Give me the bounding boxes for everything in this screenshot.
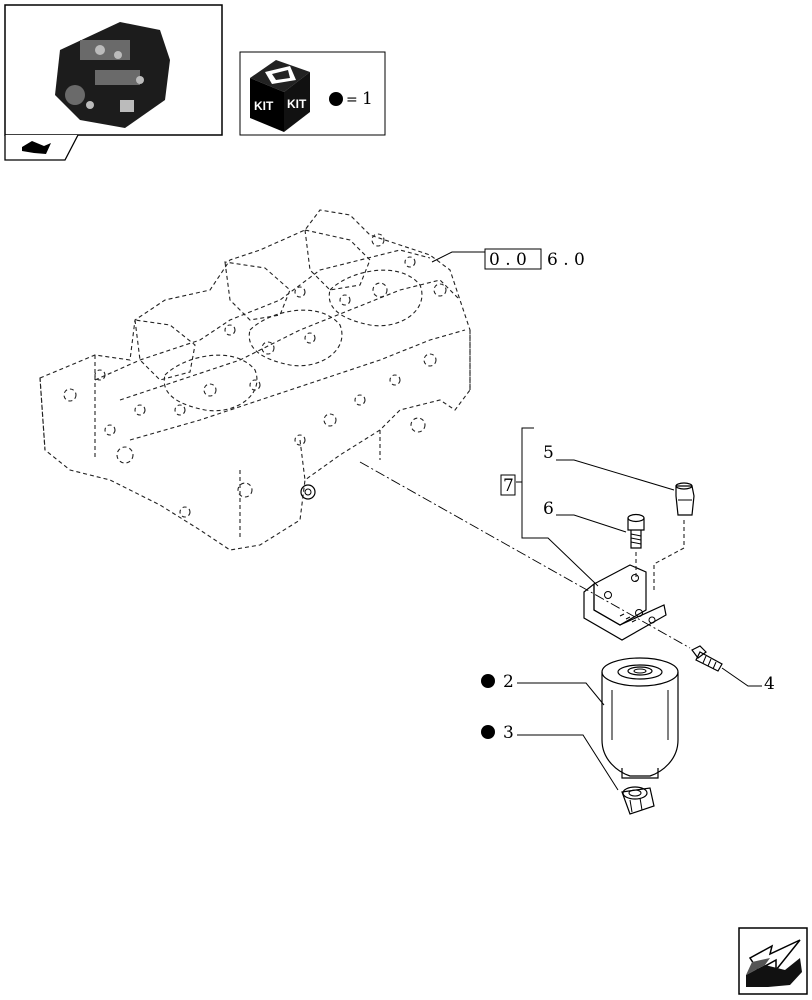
callout-4[interactable]: 4 [721, 667, 775, 694]
mounting-bracket [583, 564, 667, 641]
book-tab-icon[interactable] [4, 134, 79, 161]
kit-legend-value: 1 [362, 89, 373, 109]
group-label: 7 [503, 476, 514, 496]
kit-legend-equals: = [346, 92, 358, 108]
kit-label-left: KIT [254, 99, 274, 113]
bullet-dot [329, 92, 343, 106]
bolt-4 [691, 645, 723, 672]
callout-6[interactable]: 6 [543, 499, 627, 533]
reference-callout[interactable]: 0 . 0 6 . 0 [431, 248, 585, 270]
drain-valve-3 [621, 786, 655, 815]
kit-box-icon: KIT KIT [250, 60, 310, 132]
connector-6 [627, 513, 645, 582]
callout-label-3: 3 [503, 723, 514, 743]
cylinder-head-outline [39, 209, 471, 551]
fitting-5 [653, 482, 695, 590]
callout-label-4: 4 [764, 674, 775, 694]
fuel-filter-2 [601, 657, 679, 779]
callout-2[interactable]: 2 [481, 672, 605, 706]
callout-label-2: 2 [503, 672, 514, 692]
navigation-arrow-icon[interactable] [738, 927, 808, 995]
assembly-centerline [359, 461, 691, 649]
callout-label-5: 5 [543, 443, 554, 463]
reference-rest-text: 6 . 0 [547, 250, 585, 270]
reference-boxed-text: 0 . 0 [489, 250, 527, 270]
callout-5[interactable]: 5 [543, 443, 675, 491]
callout-2-bullet [481, 674, 495, 688]
kit-label-right: KIT [287, 97, 307, 111]
callout-label-6: 6 [543, 499, 554, 519]
group-bracket[interactable]: 7 [500, 427, 599, 587]
kit-legend: KIT KIT = 1 [239, 51, 386, 136]
callout-3-bullet [481, 725, 495, 739]
engine-thumbnail[interactable] [4, 4, 223, 136]
callout-3[interactable]: 3 [481, 723, 619, 791]
